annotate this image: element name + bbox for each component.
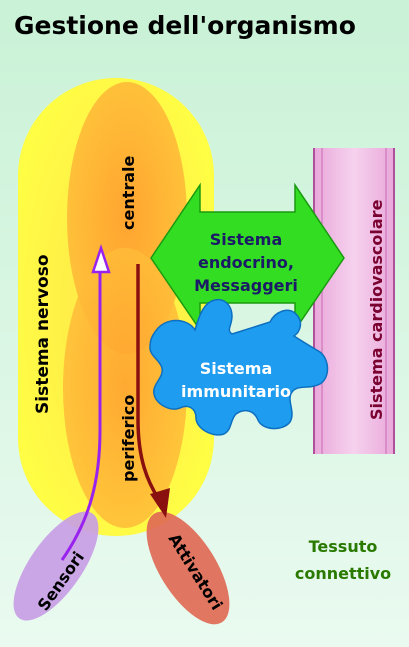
sensory-arrowhead — [91, 244, 111, 274]
tessuto-label-line2: connettivo — [295, 564, 391, 583]
motor-pathway-arrow — [136, 264, 160, 499]
cardiovascular-system — [313, 148, 395, 454]
immunitario-label-line2: immunitario — [181, 382, 291, 401]
endocrine-system-shape — [150, 182, 345, 333]
page-title: Gestione dell'organismo — [14, 11, 356, 40]
endocrino-label-line2: endocrino, — [198, 253, 294, 272]
sistema-nervoso-label: Sistema nervoso — [33, 254, 53, 414]
centrale-label: centrale — [119, 155, 138, 230]
cardiovascolare-label: Sistema cardiovascolare — [367, 199, 386, 420]
immune-system-shape — [149, 298, 329, 436]
tessuto-label-line1: Tessuto — [309, 537, 378, 556]
endocrino-label-line3: Messaggeri — [194, 276, 298, 295]
motor-arrowhead — [150, 488, 170, 518]
peripheral-nervous-shape — [63, 248, 187, 528]
immunitario-label-line1: Sistema — [200, 359, 273, 378]
attivatori-shape — [146, 511, 230, 625]
sensori-shape — [13, 511, 99, 621]
endocrino-label-line1: Sistema — [210, 230, 283, 249]
sensory-pathway-arrow — [60, 270, 102, 561]
periferico-label: periferico — [119, 395, 138, 482]
